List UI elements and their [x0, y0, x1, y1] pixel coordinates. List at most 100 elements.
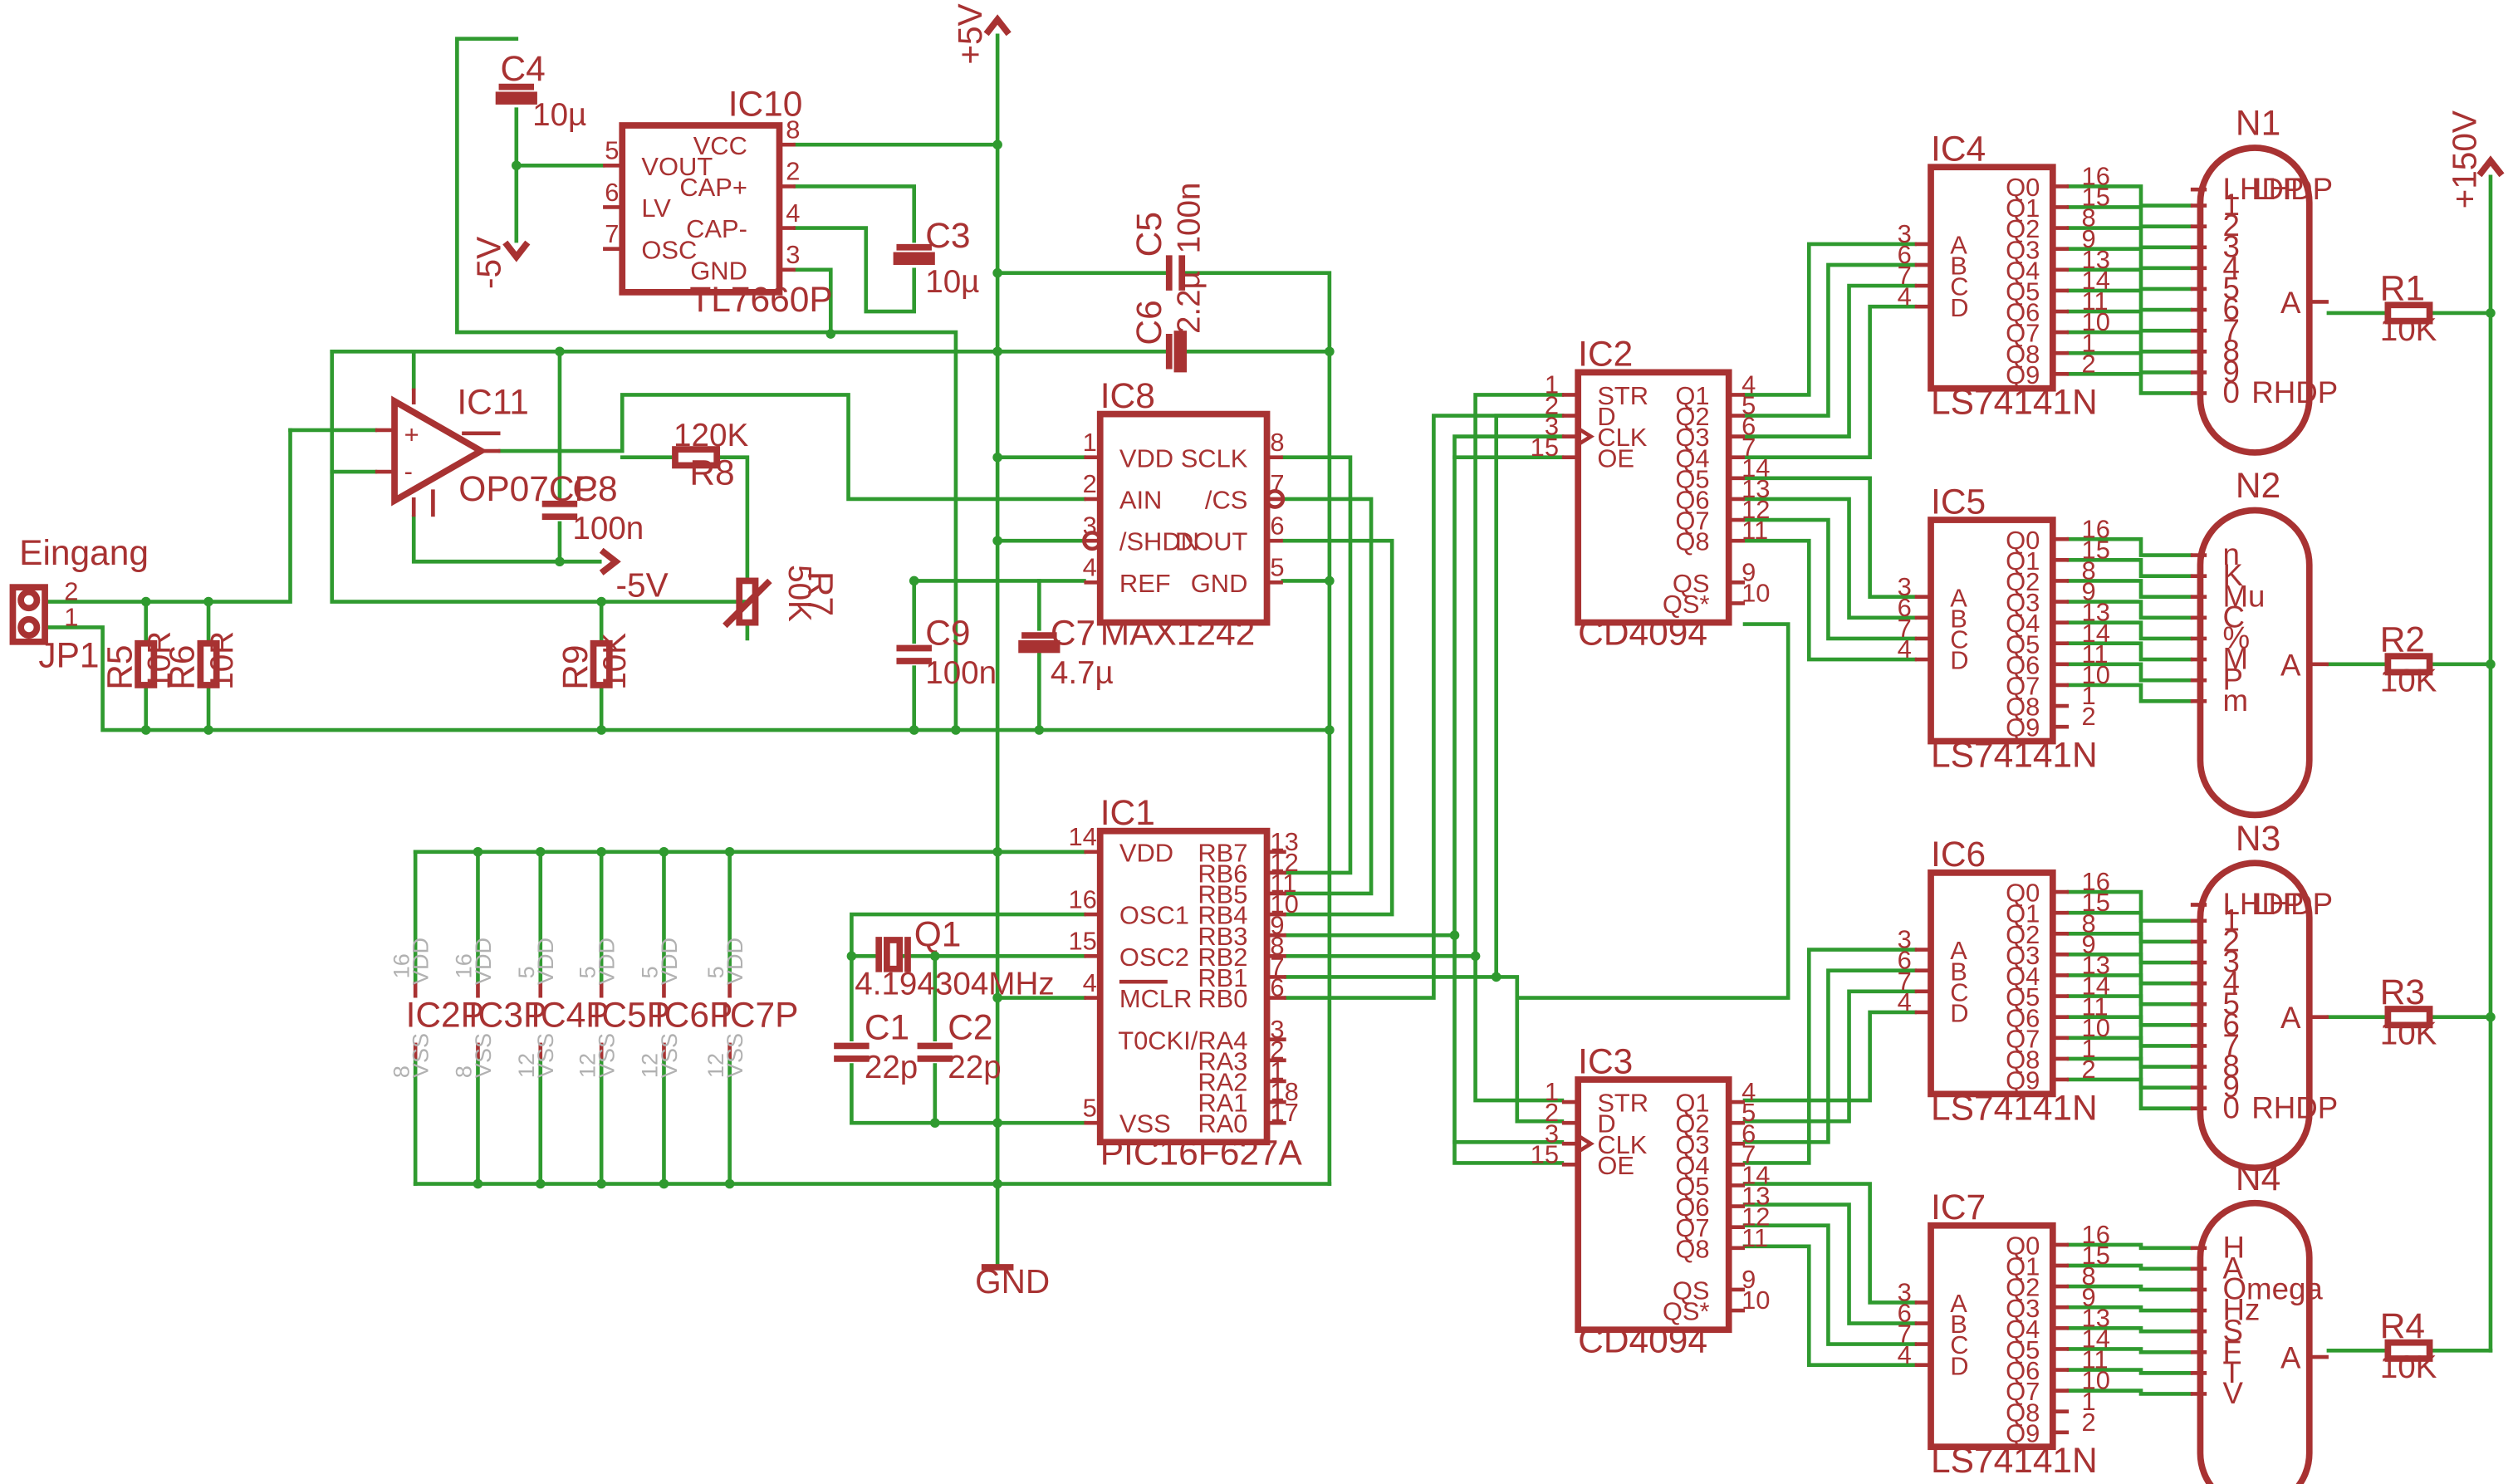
- pin-number: 1: [2082, 681, 2096, 710]
- pin-name: D: [1950, 1351, 1968, 1380]
- pin-name: CAP+: [679, 173, 747, 202]
- wire: [1742, 948, 1918, 1165]
- pin-name: Q0: [2006, 526, 2040, 555]
- pin-number: 3: [1898, 1277, 1912, 1306]
- potentiometer-arrow: [723, 578, 772, 629]
- ic10-value: TL7660P: [689, 281, 832, 320]
- pin-name: QS*: [1663, 1297, 1710, 1326]
- junction-dot: [2486, 308, 2496, 318]
- wire: [2066, 994, 2193, 1027]
- tube-cathode-label: V: [2222, 1376, 2243, 1410]
- pin-name: Q5: [1675, 1172, 1709, 1201]
- junction-dot: [473, 846, 483, 857]
- pin-number: 15: [1531, 433, 1559, 462]
- pin-name: RB1: [1198, 963, 1247, 992]
- resistor-name: R1: [2380, 269, 2425, 308]
- pin-number: 8: [2082, 909, 2096, 938]
- pin-name: Q9: [2006, 360, 2040, 389]
- pin-number: 10: [2082, 1013, 2110, 1042]
- vss-pin-name: VSS: [595, 1033, 620, 1078]
- junction-dot: [596, 596, 606, 607]
- component-layer: IC10TL7660P8VCC2CAP+4CAP-3GND5VOUT6LV7OS…: [9, 3, 2505, 1484]
- ic5-value: LS74141N: [1931, 736, 2098, 775]
- pin-name: OE: [1597, 443, 1634, 473]
- pin-number: 14: [1741, 1161, 1770, 1190]
- pin-number: 1: [1545, 370, 1559, 399]
- pin-number: 16: [2082, 161, 2110, 190]
- pin-number: 14: [2082, 1324, 2110, 1353]
- tube-cathode-label: n: [2222, 537, 2239, 571]
- pin-number: 16: [2082, 867, 2110, 896]
- vdd-pin-number: 5: [514, 966, 539, 978]
- pin-number: 11: [2082, 1345, 2109, 1374]
- c7-name: C7: [1051, 615, 1095, 654]
- pin-number: 14: [1069, 822, 1097, 851]
- pin-number: 7: [1898, 967, 1912, 996]
- wire: [1742, 989, 1918, 1124]
- pin-name: Q1: [2006, 899, 2040, 928]
- pin-number: 6: [1741, 412, 1756, 441]
- wire: [1179, 271, 1332, 1186]
- vss-pin-number: 12: [514, 1053, 539, 1078]
- p150-label: +150V: [2446, 110, 2484, 208]
- pin-number: 14: [2082, 266, 2110, 295]
- pin-number: 2: [64, 577, 78, 606]
- m5v-label: -5V: [616, 566, 669, 605]
- supply-part-name: IC3P: [468, 996, 546, 1035]
- tube-cathode-label: T: [2222, 1355, 2241, 1389]
- wire: [2066, 1284, 2193, 1292]
- pin-number: 3: [786, 240, 800, 269]
- vdd-pin-number: 16: [389, 953, 414, 978]
- ic6-name: IC6: [1931, 835, 1986, 874]
- pin-number: 13: [1741, 474, 1770, 503]
- pin-name: STR: [1597, 1089, 1648, 1118]
- c2-value: 22p: [948, 1050, 1001, 1085]
- tube-cathode-label: 4: [2222, 250, 2239, 284]
- pin-number: 6: [1898, 593, 1912, 622]
- pin-name: B: [1950, 1310, 1967, 1339]
- pin-number: 6: [1898, 946, 1912, 975]
- pin-number: 13: [2082, 245, 2110, 274]
- inversion-circle: [1082, 531, 1103, 551]
- pin-number: 2: [1545, 391, 1559, 420]
- tube-cathode-label: F: [2222, 1335, 2241, 1369]
- junction-dot: [951, 725, 961, 735]
- pin-name: Q1: [1675, 381, 1709, 410]
- wire: [1742, 1244, 1918, 1368]
- wire: [2066, 1242, 2193, 1251]
- pin-number: 17: [1270, 1098, 1298, 1127]
- pin-number: 4: [1741, 370, 1756, 399]
- plus-sign: +: [404, 419, 419, 448]
- wire: [850, 912, 1086, 1042]
- wire: [42, 625, 1332, 732]
- pin-name: Q7: [1675, 507, 1709, 536]
- pin-number: 5: [1741, 1098, 1756, 1127]
- junction-dot: [992, 846, 1002, 857]
- tube-cathode-label: 0: [2222, 1090, 2239, 1124]
- tube-cathode-label: 8: [2222, 1049, 2239, 1083]
- tube-dp-label: LHDP: [2251, 172, 2333, 206]
- wire: [1473, 953, 1565, 1103]
- pin-name: Q9: [2006, 1418, 2040, 1447]
- pin-name: Q0: [2006, 879, 2040, 908]
- c4-value: 10µ: [532, 97, 586, 133]
- wire: [42, 428, 292, 604]
- pin-name: RB7: [1198, 838, 1247, 867]
- c5-name: C5: [1130, 212, 1169, 257]
- supply-part-name: IC6P: [654, 996, 732, 1035]
- capacitor-plate: [1173, 331, 1187, 373]
- tube-cathode-label: H: [2222, 1230, 2245, 1264]
- junction-dot: [724, 846, 735, 857]
- supply-part-name: IC7P: [720, 996, 798, 1035]
- supply-part-name: IC2P: [406, 996, 484, 1035]
- tube-cathode-label: S: [2222, 1314, 2242, 1348]
- pin-name: D: [1950, 293, 1968, 322]
- pin-number: 3: [1545, 1119, 1559, 1148]
- pin-number: 6: [1898, 240, 1912, 269]
- tube-cathode-label: 9: [2222, 1070, 2239, 1104]
- pin-number: 18: [1270, 1077, 1298, 1106]
- pin-number: 11: [2082, 992, 2109, 1021]
- clock-triangle: [1576, 1134, 1595, 1153]
- opamp-body: [391, 395, 488, 507]
- wire: [411, 514, 562, 564]
